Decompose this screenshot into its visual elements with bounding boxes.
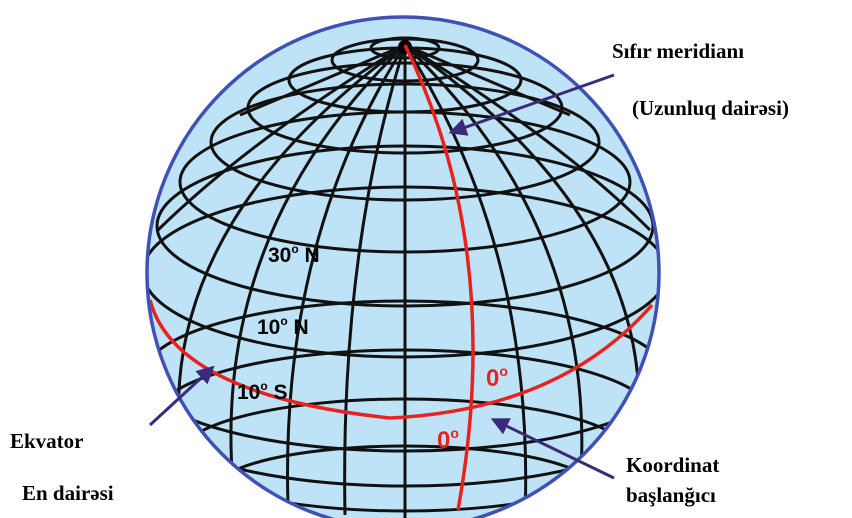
zero-lower-deg: 0 — [437, 427, 450, 454]
lat10s-dir: S — [268, 381, 288, 404]
globe-outline — [145, 15, 661, 518]
lat10n-deg: 10 — [257, 316, 280, 339]
zero-upper-sup: o — [499, 363, 508, 379]
lat30n-dir: N — [299, 244, 320, 267]
zero-mark-lower: 0o — [437, 425, 459, 454]
label-10-north: 10o N — [257, 314, 309, 339]
zero-lower-sup: o — [450, 425, 459, 441]
equator-label: Ekvator — [10, 429, 84, 453]
label-10-south: 10o S — [237, 379, 288, 404]
origin-arrow — [490, 418, 615, 480]
zero-meridian-label: Sıfır meridianı — [612, 39, 744, 63]
prime-meridian-line — [403, 44, 475, 511]
origin-label-line2: başlanğıcı — [626, 483, 716, 507]
lat10s-deg: 10 — [237, 381, 260, 404]
zero-meridian-arrow — [448, 73, 615, 136]
origin-label-line1: Koordinat — [626, 453, 719, 477]
lat30n-sup: o — [291, 242, 298, 256]
equator-line — [148, 299, 654, 420]
zero-upper-deg: 0 — [486, 365, 499, 392]
globe-body — [147, 17, 659, 518]
lat30n-deg: 30 — [268, 244, 291, 267]
zero-mark-upper: 0o — [486, 363, 508, 392]
lat10n-sup: o — [280, 314, 287, 328]
equator-arrow — [148, 365, 215, 427]
longitude-circle-label: (Uzunluq dairəsi) — [632, 96, 789, 120]
lat10n-dir: N — [288, 316, 309, 339]
meridians — [156, 43, 652, 518]
label-30-north: 30o N — [268, 242, 320, 267]
lat10s-sup: o — [260, 379, 267, 393]
latitude-circle-label: En dairəsi — [22, 481, 114, 505]
